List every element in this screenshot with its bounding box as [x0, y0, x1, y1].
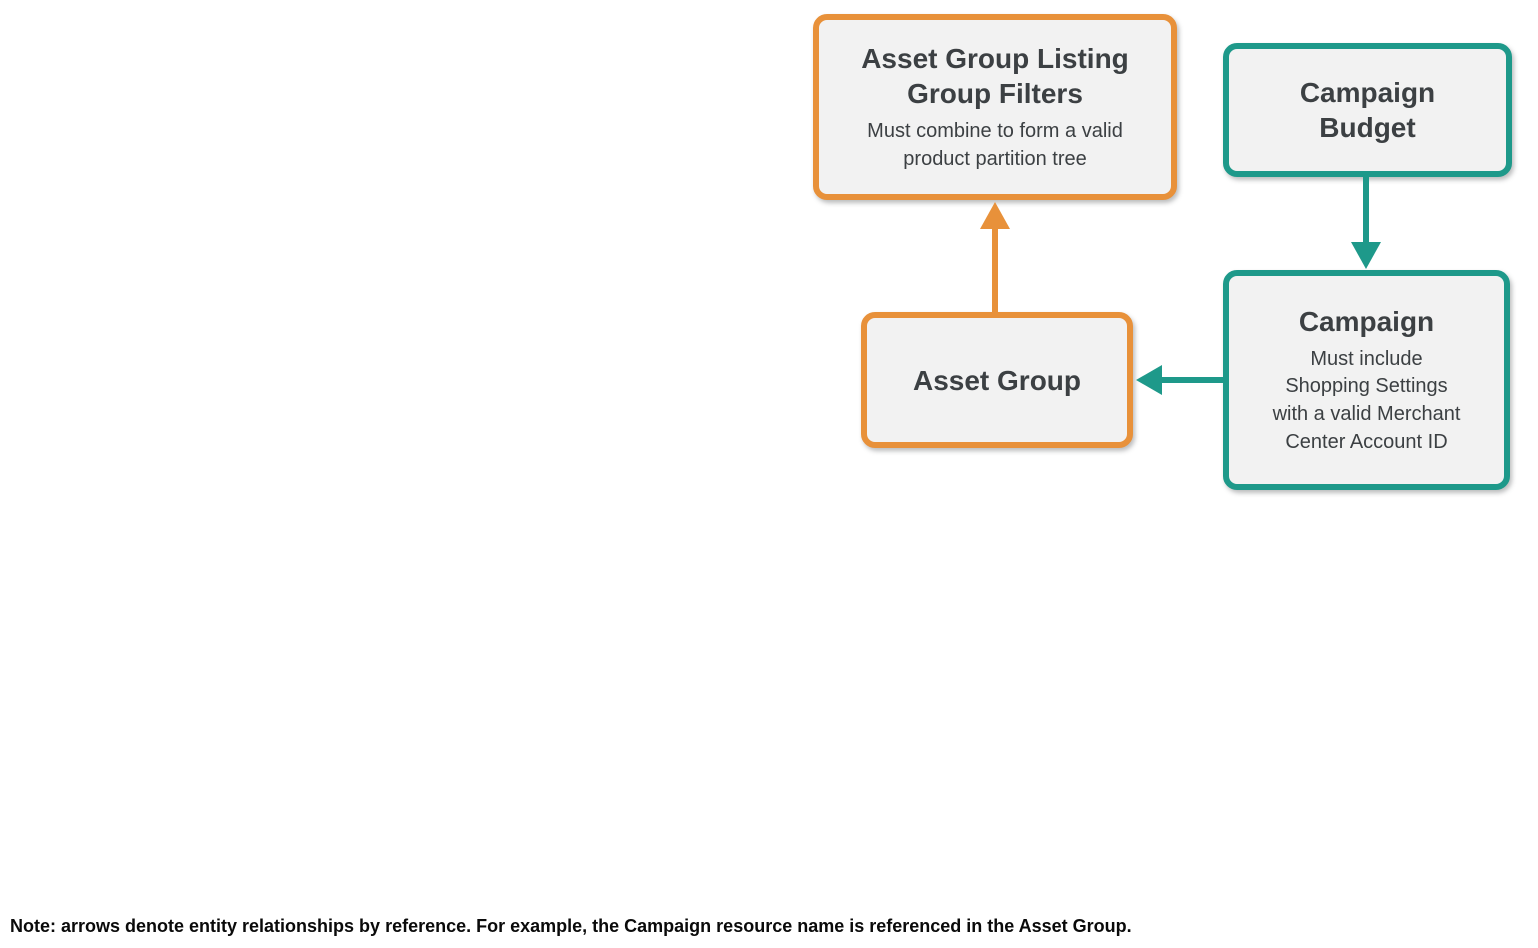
arrow-asset-group-to-filters-head-icon	[980, 202, 1010, 229]
node-title-campaign: Campaign	[1298, 305, 1435, 337]
footnote: Note: arrows denote entity relationships…	[10, 916, 1132, 936]
node-asset-group: Asset Group	[861, 312, 1133, 448]
node-campaign: Campaign Must include Shopping Settings …	[1223, 270, 1510, 490]
arrow-asset-group-to-filters-line	[992, 226, 998, 314]
node-campaign-budget: Campaign Budget	[1223, 43, 1512, 177]
node-asset-group-listing-group-filters: Asset Group Listing Group Filters Must c…	[813, 14, 1177, 200]
arrow-campaign-to-asset-group-head-icon	[1136, 365, 1162, 395]
node-subtitle-campaign: Must include Shopping Settings with a va…	[1272, 347, 1461, 453]
arrow-campaign-to-asset-group-line	[1158, 377, 1226, 383]
node-subtitle-asset-group-listing-group-filters: Must combine to form a valid product par…	[867, 119, 1123, 170]
node-title-campaign-budget: Campaign Budget	[1299, 77, 1436, 143]
arrow-campaign-budget-to-campaign-head-icon	[1351, 242, 1381, 269]
node-title-asset-group-listing-group-filters: Asset Group Listing Group Filters	[861, 42, 1129, 109]
node-title-asset-group: Asset Group	[912, 364, 1082, 396]
arrow-campaign-budget-to-campaign-line	[1363, 175, 1369, 245]
